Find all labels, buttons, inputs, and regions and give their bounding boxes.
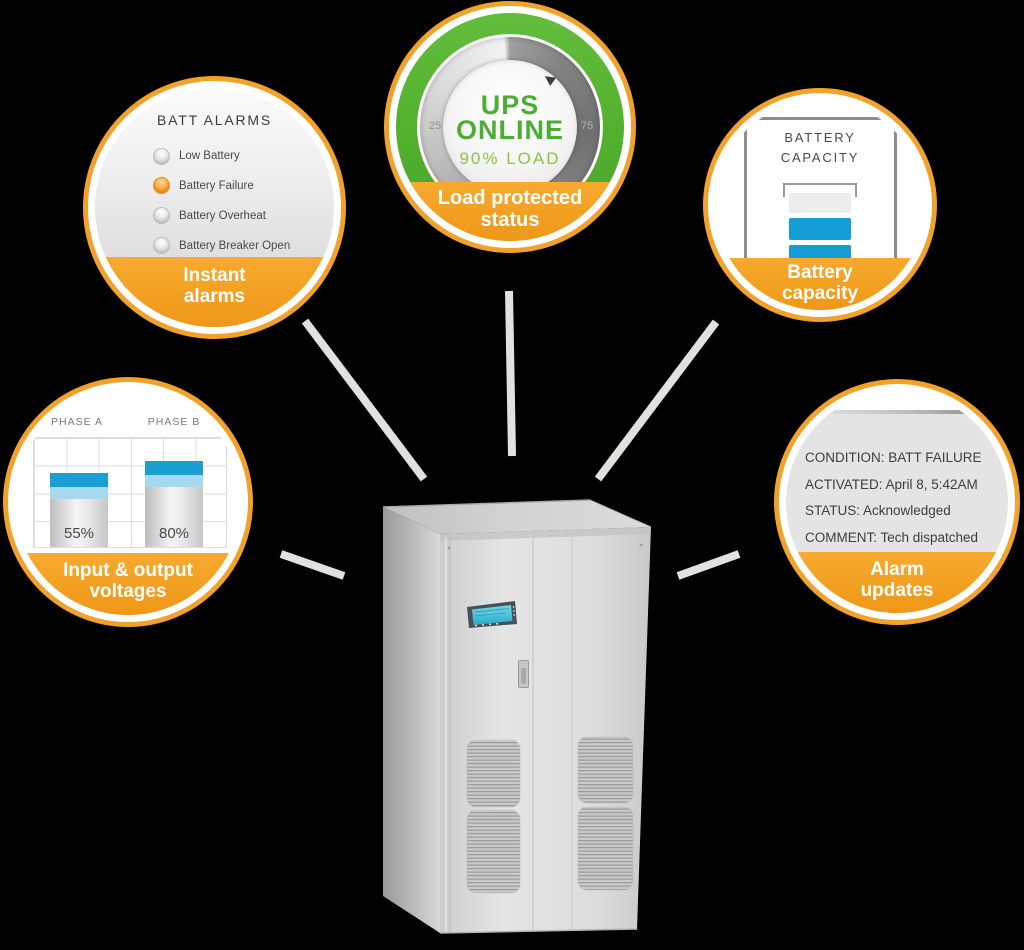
door-handle[interactable] bbox=[518, 660, 529, 688]
battery-level-bracket-icon bbox=[783, 183, 857, 197]
battery-segment-empty bbox=[789, 193, 851, 213]
radio-indicator[interactable] bbox=[153, 207, 170, 224]
callout-load-protected-status: 25 75 UPS ONLINE 90% LOAD Load protected… bbox=[384, 1, 636, 253]
cabinet-left-face bbox=[383, 507, 440, 933]
control-display[interactable] bbox=[467, 601, 517, 628]
load-percentage: 90% LOAD bbox=[459, 149, 561, 168]
gauge-face: UPS ONLINE 90% LOAD bbox=[443, 60, 577, 194]
alarm-updates-panel: CONDITION: BATT FAILURE ACTIVATED: April… bbox=[786, 391, 1008, 613]
ups-status-line2: ONLINE bbox=[455, 115, 564, 145]
connector-load-status bbox=[505, 290, 516, 457]
vent-grille bbox=[466, 739, 521, 808]
vent-grille bbox=[577, 736, 634, 804]
vent-grille bbox=[466, 809, 521, 894]
phase-b-value: 80% bbox=[158, 525, 190, 542]
alarm-option-low-battery[interactable]: Low Battery bbox=[153, 145, 240, 167]
vent-grille bbox=[577, 806, 634, 891]
banner-alarm-updates: Alarm updates bbox=[786, 552, 1008, 613]
display-screen bbox=[472, 605, 513, 625]
alarm-condition-line: CONDITION: BATT FAILURE bbox=[805, 450, 982, 465]
load-gauge: 25 75 UPS ONLINE 90% LOAD Load protected… bbox=[396, 13, 624, 241]
phase-b-bar bbox=[145, 461, 203, 547]
callout-alarm-updates: CONDITION: BATT FAILURE ACTIVATED: April… bbox=[774, 379, 1020, 625]
vent-grilles bbox=[466, 736, 634, 894]
banner-instant-alarms: Instant alarms bbox=[95, 257, 334, 327]
phase-b-label: PHASE B bbox=[147, 416, 201, 428]
banner-load-protected: Load protected status bbox=[396, 182, 624, 241]
radio-indicator[interactable] bbox=[153, 147, 170, 165]
phase-a-bar bbox=[50, 473, 108, 547]
instant-alarms-panel: BATT ALARMS Low Battery Battery Failure … bbox=[95, 88, 334, 327]
ups-cabinet bbox=[382, 499, 652, 934]
gauge-tick-75: 75 bbox=[580, 120, 594, 132]
metallic-highlight bbox=[804, 410, 998, 414]
connector-instant-alarms bbox=[301, 318, 428, 482]
connector-battery bbox=[594, 319, 720, 482]
cabinet-top-face bbox=[383, 500, 651, 534]
alarm-comment-line: COMMENT: Tech dispatched bbox=[805, 530, 979, 545]
alarm-activated-line: ACTIVATED: April 8, 5:42AM bbox=[805, 477, 978, 492]
ups-status-line1: UPS bbox=[480, 90, 540, 120]
connector-alarm-updates bbox=[676, 550, 741, 580]
battery-capacity-title: BATTERY CAPACITY bbox=[780, 130, 860, 165]
battery-segment-charged bbox=[789, 218, 851, 240]
batt-alarms-title: BATT ALARMS bbox=[157, 112, 272, 128]
radio-indicator[interactable] bbox=[153, 237, 170, 254]
phase-a-value: 55% bbox=[63, 525, 95, 542]
callout-input-output-voltages: PHASE A PHASE B 55% 80% Input & output v… bbox=[3, 377, 253, 627]
battery-capacity-panel: BATTERY CAPACITY Battery capacity bbox=[715, 100, 925, 310]
banner-input-output: Input & output voltages bbox=[15, 553, 241, 615]
alarm-status-line: STATUS: Acknowledged bbox=[805, 503, 951, 518]
alarm-option-battery-breaker-open[interactable]: Battery Breaker Open bbox=[153, 235, 290, 257]
callout-instant-alarms: BATT ALARMS Low Battery Battery Failure … bbox=[83, 76, 346, 339]
connector-voltages bbox=[279, 550, 346, 580]
banner-battery-capacity: Battery capacity bbox=[715, 258, 925, 310]
callout-battery-capacity: BATTERY CAPACITY Battery capacity bbox=[703, 88, 937, 322]
voltage-chart: PHASE A PHASE B 55% 80% Input & output v… bbox=[15, 389, 241, 615]
radio-indicator-active[interactable] bbox=[153, 177, 170, 194]
gauge-tick-25: 25 bbox=[428, 120, 442, 132]
connector-lines bbox=[279, 290, 741, 580]
alarm-option-battery-overheat[interactable]: Battery Overheat bbox=[153, 205, 266, 227]
alarm-option-battery-failure[interactable]: Battery Failure bbox=[153, 175, 254, 197]
phase-a-label: PHASE A bbox=[51, 416, 103, 428]
